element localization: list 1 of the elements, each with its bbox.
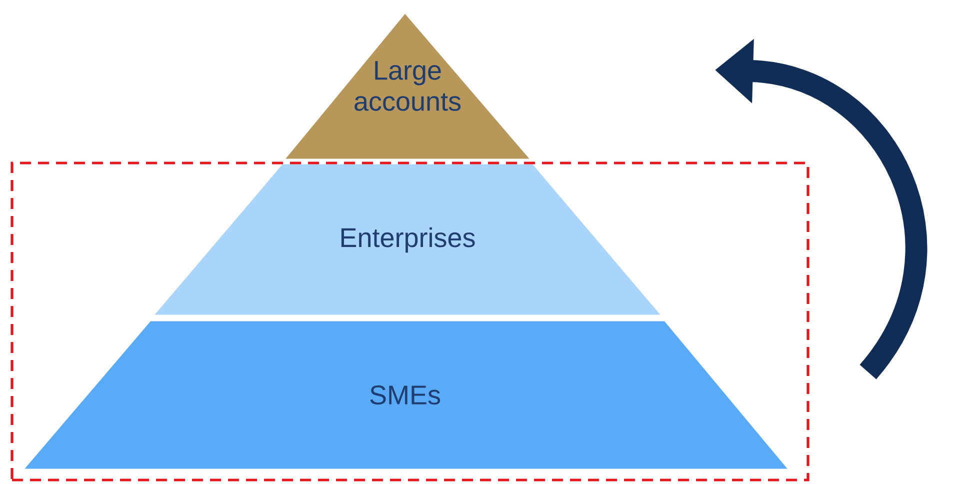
dashed-frame (10, 162, 810, 482)
